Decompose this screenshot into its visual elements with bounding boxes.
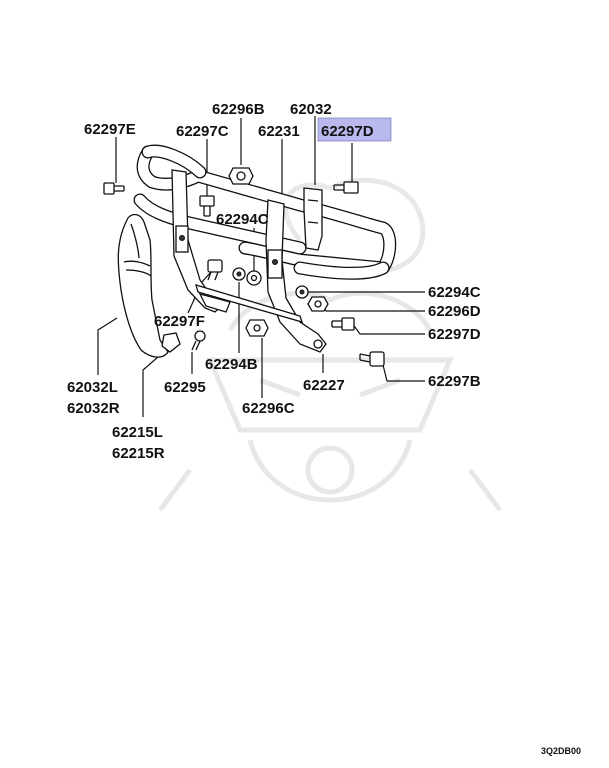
bolt-62297C	[199, 195, 215, 217]
label-62294C-right[interactable]: 62294C	[428, 284, 481, 301]
label-62032R[interactable]: 62032R	[67, 400, 120, 417]
nut-62296C	[245, 319, 269, 337]
leader-62297D-right	[351, 322, 425, 335]
label-62297E[interactable]: 62297E	[84, 121, 136, 138]
bolt-62297E	[103, 182, 125, 195]
label-62215R[interactable]: 62215R	[112, 445, 165, 462]
highlight-box	[317, 117, 392, 142]
nut-62296B	[228, 167, 254, 185]
label-62296D[interactable]: 62296D	[428, 303, 481, 320]
label-62215L[interactable]: 62215L	[112, 424, 163, 441]
label-62297F[interactable]: 62297F	[154, 313, 205, 330]
washer-62294C-right	[295, 285, 309, 299]
bolt-62297F	[207, 259, 223, 281]
label-62032L[interactable]: 62032L	[67, 379, 118, 396]
leader-62032LR	[97, 317, 118, 375]
label-62227[interactable]: 62227	[303, 377, 345, 394]
label-62295[interactable]: 62295	[164, 379, 206, 396]
label-62296C[interactable]: 62296C	[242, 400, 295, 417]
washer-62294C-mid	[246, 270, 262, 286]
center-bracket-62032	[303, 187, 323, 251]
label-62294B[interactable]: 62294B	[205, 356, 258, 373]
figure-code: 3Q2DB00	[541, 746, 581, 756]
label-62297C[interactable]: 62297C	[176, 123, 229, 140]
label-62297D-right[interactable]: 62297D	[428, 326, 481, 343]
part-labels: 62297E 62296B 62297C 62032 62231 62297D …	[67, 101, 481, 462]
cross-bar	[195, 284, 304, 323]
label-62032[interactable]: 62032	[290, 101, 332, 118]
label-62297D-top[interactable]: 62297D	[321, 123, 374, 140]
label-62231[interactable]: 62231	[258, 123, 300, 140]
bolt-62297D-top	[333, 181, 359, 194]
clip-62215	[161, 332, 181, 353]
leader-62297B	[382, 364, 425, 382]
label-62297B[interactable]: 62297B	[428, 373, 481, 390]
bolt-62297B	[359, 351, 385, 367]
bolt-62297D-right	[331, 317, 355, 331]
leader-62215LR	[142, 349, 167, 417]
washer-62294B	[232, 267, 246, 281]
screw-62295	[191, 330, 206, 351]
label-62294C-mid[interactable]: 62294C	[216, 211, 269, 228]
label-62296B[interactable]: 62296B	[212, 101, 265, 118]
side-cover-62032	[117, 213, 169, 358]
nut-62296D	[307, 296, 329, 312]
